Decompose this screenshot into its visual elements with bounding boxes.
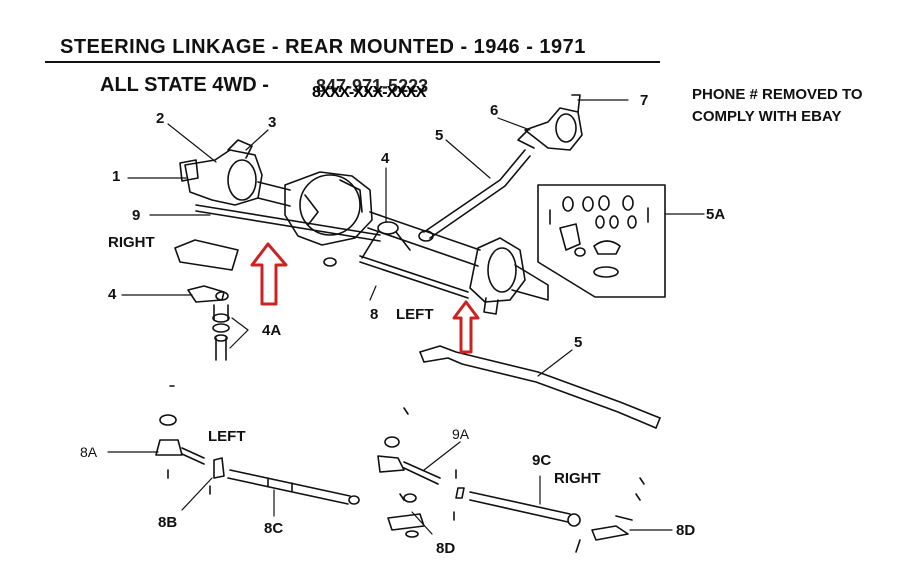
diagram-title: STEERING LINKAGE - REAR MOUNTED - 1946 -… bbox=[60, 36, 586, 58]
callout-5-top: 5 bbox=[435, 127, 444, 144]
callout-8d-right: 8D bbox=[676, 522, 696, 539]
callout-7: 7 bbox=[640, 92, 649, 109]
inset-parts-5a bbox=[537, 184, 666, 298]
connecting-rod-5-lower bbox=[419, 345, 661, 429]
tie-rod-end-8a bbox=[155, 385, 205, 479]
bellcrank-exploded-4 bbox=[174, 239, 239, 361]
callout-8a: 8A bbox=[80, 444, 98, 460]
callout-5a: 5A bbox=[706, 206, 726, 223]
struck-phone-number: 847-971-5223 bbox=[316, 76, 429, 96]
phone-mask: 8XXX-XXX-XXXX bbox=[312, 84, 426, 101]
adjusting-tube-9c bbox=[453, 469, 571, 523]
connecting-rod-5-upper bbox=[418, 149, 531, 242]
callout-1: 1 bbox=[112, 168, 121, 185]
callout-9a: 9A bbox=[452, 426, 470, 442]
notice-line-2: COMPLY WITH EBAY bbox=[692, 108, 842, 125]
callout-3: 3 bbox=[268, 114, 277, 131]
callout-8: 8 bbox=[370, 306, 379, 323]
label-left-lower: LEFT bbox=[208, 428, 246, 445]
callout-8d-middle: 8D bbox=[436, 540, 456, 557]
phone-removed-notice: PHONE # REMOVED TO COMPLY WITH EBAY bbox=[692, 84, 863, 128]
callout-5-lower: 5 bbox=[574, 334, 583, 351]
dealer-line: ALL STATE 4WD - bbox=[100, 74, 269, 96]
callout-6: 6 bbox=[490, 102, 499, 119]
bellcrank-assembly bbox=[323, 221, 469, 299]
notice-line-1: PHONE # REMOVED TO bbox=[692, 86, 863, 103]
tube-clamp-8b bbox=[209, 457, 225, 495]
callout-9: 9 bbox=[132, 207, 141, 224]
title-underline bbox=[45, 61, 660, 63]
red-arrow-right-side bbox=[250, 242, 288, 306]
red-arrow-left-side bbox=[452, 300, 480, 354]
callout-leaders bbox=[107, 99, 705, 535]
callout-4-top: 4 bbox=[381, 150, 390, 167]
adjusting-tube-8c bbox=[227, 469, 360, 505]
label-right-upper: RIGHT bbox=[108, 234, 155, 251]
callout-9c: 9C bbox=[532, 452, 552, 469]
tie-rod-end-8d-right bbox=[567, 477, 645, 553]
callout-8b: 8B bbox=[158, 514, 178, 531]
tie-rod-end-9a bbox=[377, 407, 441, 501]
front-axle-assembly bbox=[179, 139, 549, 315]
label-left-middle: LEFT bbox=[396, 306, 434, 323]
label-right-lower: RIGHT bbox=[554, 470, 601, 487]
callout-4a: 4A bbox=[262, 322, 282, 339]
callout-2: 2 bbox=[156, 110, 165, 127]
tie-rod-9 bbox=[195, 204, 381, 242]
callout-4-left: 4 bbox=[108, 286, 117, 303]
steering-gear-7 bbox=[517, 94, 583, 151]
callout-8c: 8C bbox=[264, 520, 284, 537]
